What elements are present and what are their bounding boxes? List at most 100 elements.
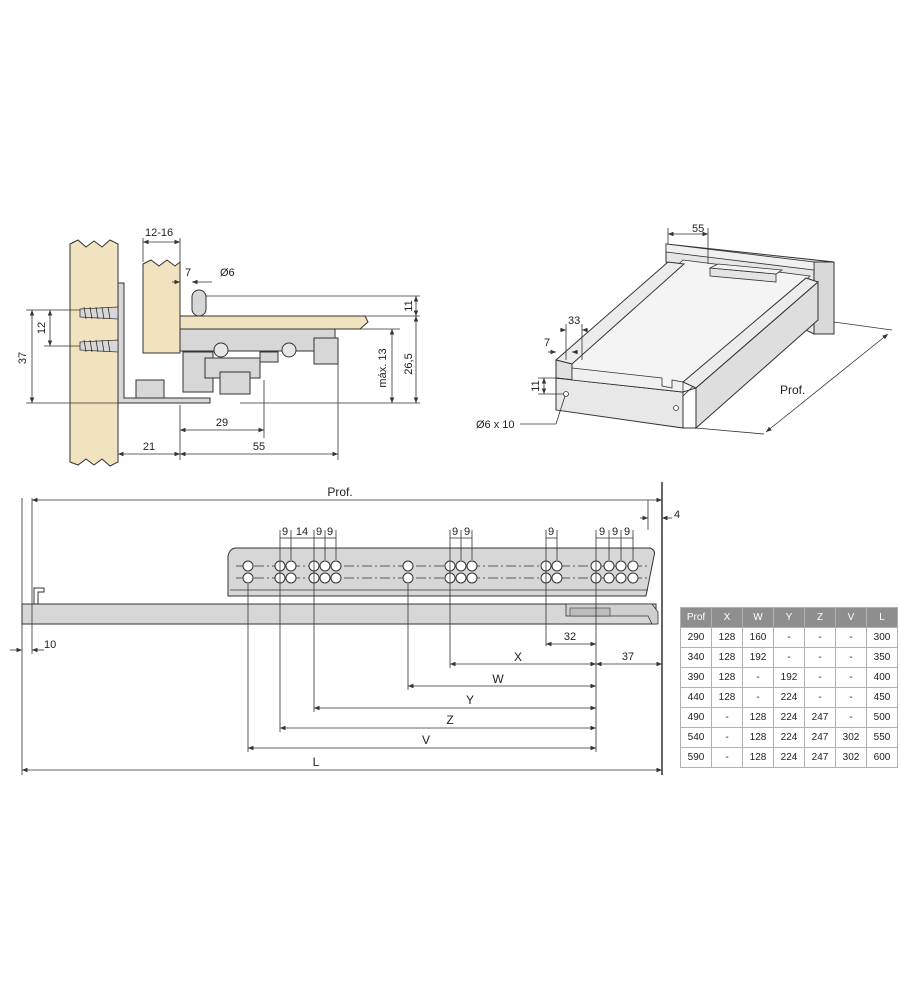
table-cell: - bbox=[773, 627, 805, 648]
dim-12-16: 12-16 bbox=[145, 227, 173, 239]
table-cell: 290 bbox=[680, 627, 712, 648]
runner-x: X bbox=[514, 650, 522, 664]
runner-dim-32: 32 bbox=[564, 631, 576, 643]
table-cell: 390 bbox=[680, 667, 712, 688]
table-row: 540 - 128 224 247 302 550 bbox=[680, 727, 898, 748]
dim-37: 37 bbox=[17, 352, 29, 364]
spacing-9-a: 9 bbox=[282, 526, 288, 538]
table-cell: - bbox=[835, 667, 867, 688]
runner-clip bbox=[313, 337, 339, 365]
table-cell: - bbox=[835, 647, 867, 668]
side-hole-left bbox=[563, 391, 569, 397]
table-row: 440 128 - 224 - - 450 bbox=[680, 687, 898, 708]
mounting-holes bbox=[242, 560, 639, 584]
dim-29: 29 bbox=[216, 417, 228, 429]
runner-prof: Prof. bbox=[327, 485, 352, 499]
table-cell: 302 bbox=[835, 727, 867, 748]
spacing-9-b: 9 bbox=[316, 526, 322, 538]
dim-21: 21 bbox=[143, 441, 155, 453]
table-cell: 550 bbox=[866, 727, 898, 748]
col-header: L bbox=[866, 607, 898, 628]
table-cell: 450 bbox=[866, 687, 898, 708]
table-row: 590 - 128 224 247 302 600 bbox=[680, 747, 898, 768]
table-cell: 224 bbox=[773, 687, 805, 708]
spec-table-header: Prof X W Y Z V L bbox=[680, 607, 898, 628]
runner-block bbox=[135, 379, 165, 399]
runner-v: V bbox=[422, 733, 430, 747]
table-cell: 128 bbox=[711, 667, 743, 688]
drawer-bottom bbox=[179, 315, 369, 330]
table-cell: 247 bbox=[804, 727, 836, 748]
table-cell: 224 bbox=[773, 707, 805, 728]
dim-55: 55 bbox=[253, 441, 265, 453]
runner-l: L bbox=[313, 755, 320, 769]
spec-table: Prof X W Y Z V L 290 128 160 - - - 300 3… bbox=[680, 607, 898, 768]
wall-screw-2 bbox=[79, 339, 119, 353]
table-cell: 540 bbox=[680, 727, 712, 748]
runner-dim-37: 37 bbox=[622, 651, 634, 663]
table-cell: 600 bbox=[866, 747, 898, 768]
dim-max13: máx. 13 bbox=[377, 348, 389, 387]
table-cell: - bbox=[742, 687, 774, 708]
col-header: Y bbox=[773, 607, 805, 628]
side-hole-right bbox=[673, 405, 679, 411]
locking-device bbox=[569, 607, 611, 617]
runner-dim-10: 10 bbox=[44, 639, 56, 651]
spacing-9-f: 9 bbox=[548, 526, 554, 538]
dim-12: 12 bbox=[36, 322, 48, 334]
iso-prof: Prof. bbox=[780, 383, 805, 397]
drawer-side-panel bbox=[142, 259, 181, 354]
table-cell: 340 bbox=[680, 647, 712, 668]
side-section-view: 12-16 7 Ø6 11 26,5 máx. 13 37 12 29 21 5… bbox=[17, 227, 420, 467]
table-cell: 128 bbox=[711, 647, 743, 668]
table-cell: - bbox=[804, 667, 836, 688]
back-notch bbox=[571, 367, 684, 393]
table-cell: 224 bbox=[773, 747, 805, 768]
table-cell: 128 bbox=[711, 687, 743, 708]
table-cell: 590 bbox=[680, 747, 712, 768]
table-cell: - bbox=[742, 667, 774, 688]
table-row: 290 128 160 - - - 300 bbox=[680, 627, 898, 648]
spacing-9-d: 9 bbox=[452, 526, 458, 538]
runner-w: W bbox=[492, 672, 504, 686]
col-header: W bbox=[742, 607, 774, 628]
spacing-9-g: 9 bbox=[599, 526, 605, 538]
runner-body bbox=[179, 328, 336, 352]
table-cell: - bbox=[835, 627, 867, 648]
adjust-screw-1 bbox=[213, 342, 229, 358]
table-cell: - bbox=[835, 707, 867, 728]
spacing-9-i: 9 bbox=[624, 526, 630, 538]
runner-inner-3 bbox=[219, 371, 251, 395]
spacing-14: 14 bbox=[296, 526, 308, 538]
iso-dim-7: 7 bbox=[544, 337, 550, 349]
table-row: 340 128 192 - - - 350 bbox=[680, 647, 898, 668]
dim-26-5: 26,5 bbox=[403, 353, 415, 374]
iso-hole-label: Ø6 x 10 bbox=[476, 419, 515, 431]
table-cell: 192 bbox=[742, 647, 774, 668]
table-cell: 490 bbox=[680, 707, 712, 728]
rear-hook bbox=[33, 587, 45, 604]
table-cell: 224 bbox=[773, 727, 805, 748]
table-cell: - bbox=[711, 747, 743, 768]
table-cell: 440 bbox=[680, 687, 712, 708]
cabinet-rail bbox=[21, 603, 657, 625]
runner-y: Y bbox=[466, 693, 474, 707]
runner-side-view: Prof. 4 9 14 9 9 9 9 9 9 9 9 10 32 37 X … bbox=[10, 482, 680, 775]
col-header: Z bbox=[804, 607, 836, 628]
runner-z: Z bbox=[446, 713, 453, 727]
dim-dia6: Ø6 bbox=[220, 267, 235, 279]
table-cell: 160 bbox=[742, 627, 774, 648]
table-cell: - bbox=[711, 707, 743, 728]
iso-dim-33: 33 bbox=[568, 315, 580, 327]
dowel-pin bbox=[191, 289, 207, 317]
spacing-9-h: 9 bbox=[612, 526, 618, 538]
dim-7: 7 bbox=[185, 267, 191, 279]
table-cell: 500 bbox=[866, 707, 898, 728]
iso-dim-11: 11 bbox=[530, 380, 542, 391]
table-cell: 128 bbox=[711, 627, 743, 648]
table-cell: - bbox=[804, 647, 836, 668]
col-header: Prof bbox=[680, 607, 712, 628]
dim-11: 11 bbox=[403, 300, 415, 311]
table-cell: - bbox=[711, 727, 743, 748]
